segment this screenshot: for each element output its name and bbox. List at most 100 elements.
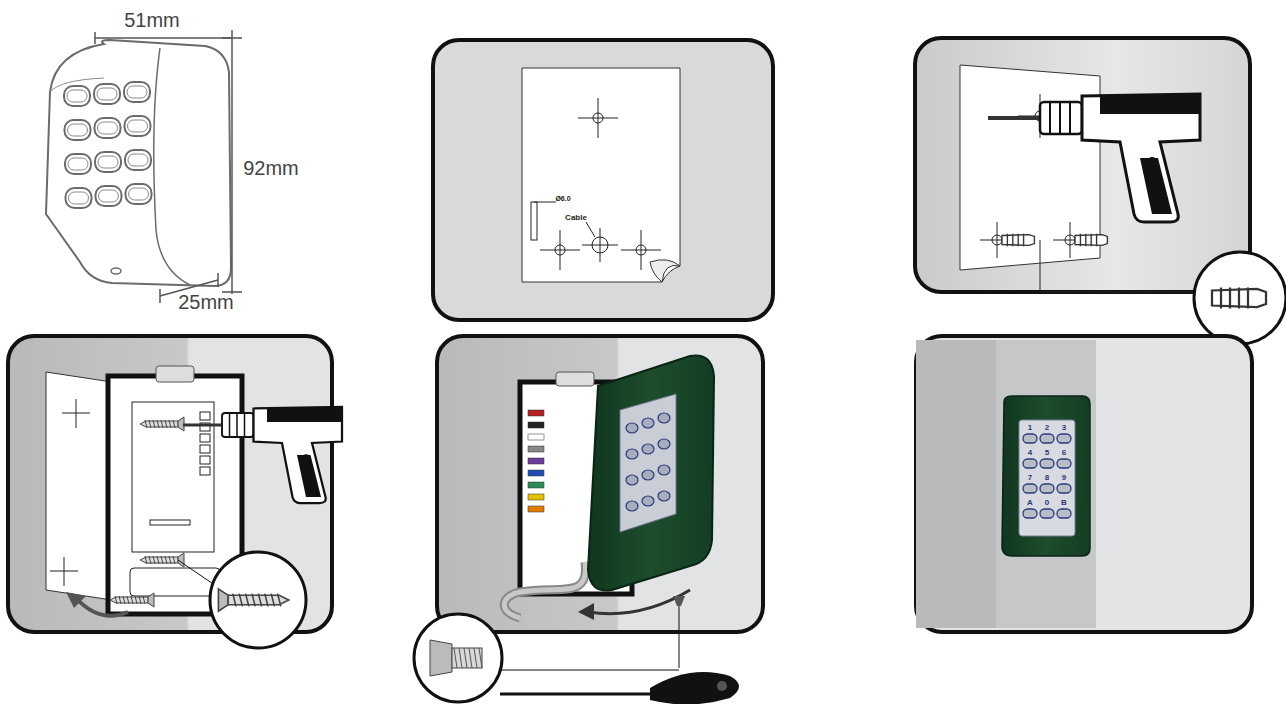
screw-thread (149, 556, 151, 564)
drill-bit (183, 424, 222, 427)
crosshair (600, 228, 601, 262)
drill-chuck-ring (1059, 102, 1061, 134)
key-outline (64, 86, 90, 106)
key (1023, 434, 1037, 443)
crosshair (560, 230, 561, 270)
screw-thread (157, 556, 159, 564)
key-outline (98, 122, 118, 134)
key (642, 470, 654, 480)
screw-thread (464, 648, 467, 668)
crosshair (1070, 222, 1071, 258)
drill-chuck (1040, 102, 1082, 134)
leader-line (679, 606, 680, 668)
key-label: 4 (1028, 449, 1032, 457)
key (642, 444, 654, 454)
key-outline (95, 152, 121, 172)
key-outline (65, 120, 91, 140)
wire-colour (528, 434, 544, 440)
leader-line (586, 222, 595, 237)
dimension-tick (222, 37, 242, 39)
drill-group (183, 407, 342, 503)
plug-body (1002, 235, 1034, 246)
drill-chuck-ring (229, 413, 231, 437)
key-outline (126, 184, 152, 204)
dimension-label: 25mm (178, 292, 234, 312)
key-outline (99, 190, 119, 202)
drill-group (988, 94, 1200, 222)
screw-thread (233, 594, 236, 607)
screw-thread (165, 420, 167, 428)
key-outline (128, 120, 148, 132)
key-outline (98, 156, 118, 168)
key-outline (68, 124, 88, 136)
key-grid (1023, 434, 1071, 518)
key-label: 5 (1045, 449, 1049, 457)
wire-colour (528, 494, 544, 500)
key-outline (128, 154, 148, 166)
crosshairs (531, 98, 661, 270)
key-outline (97, 88, 117, 100)
dimension-label: 51mm (124, 10, 180, 30)
crosshair (64, 557, 65, 586)
screw-thread (149, 420, 151, 428)
key-label: 6 (1062, 449, 1066, 457)
screw-shaft (140, 421, 178, 427)
screw-thread (169, 420, 171, 428)
key-tool-shaft (500, 693, 655, 696)
drill-button (302, 454, 310, 462)
key-tool-hole (717, 681, 727, 691)
cable (504, 562, 585, 618)
key-outline (65, 154, 91, 174)
key-outline (66, 188, 92, 208)
screw-thread (474, 648, 477, 668)
screw-thread (153, 556, 155, 564)
plug-rib (1080, 234, 1081, 247)
key-outline (94, 84, 120, 104)
keypad-outline (46, 40, 231, 286)
key (658, 413, 670, 423)
step-panel (915, 38, 1250, 292)
screw-thread (115, 596, 117, 604)
arrow-head (66, 592, 86, 608)
backplate-tab (156, 366, 194, 382)
wire-colour (528, 422, 544, 428)
callout-circle (210, 552, 306, 648)
drill-shade (267, 407, 342, 497)
plug-rib (1096, 234, 1097, 247)
wall-plug (1212, 288, 1266, 309)
paper-curl (650, 260, 680, 282)
dimension-tick (217, 273, 219, 287)
key-label: 8 (1045, 474, 1049, 482)
screw-thread (173, 556, 175, 564)
drill-body (254, 407, 343, 503)
arrow-head (578, 603, 594, 620)
plug-group (1212, 288, 1266, 309)
key (1040, 509, 1054, 518)
crosshair (598, 98, 599, 138)
terminal (200, 445, 210, 453)
screw-thread (153, 420, 155, 428)
paper-template (522, 68, 680, 282)
plug-rib (1018, 234, 1019, 247)
screw-thread (239, 594, 242, 607)
screw-thread (459, 648, 462, 668)
rotation-arrow (76, 598, 128, 616)
screw-thread (479, 648, 482, 668)
wire-colour (528, 482, 544, 488)
plug-group (1075, 234, 1107, 247)
key (1040, 434, 1054, 443)
keypad-body (1002, 396, 1090, 556)
wall-shade (996, 340, 1096, 628)
key (1057, 434, 1071, 443)
drill-bit (988, 116, 1040, 120)
screw-thread (454, 648, 457, 668)
screw-thread (161, 556, 163, 564)
drill-chuck-ring (236, 413, 238, 437)
key-outline (129, 188, 149, 200)
key-label: 7 (1028, 474, 1032, 482)
dimension-label: 92mm (243, 158, 299, 178)
screw-thread (135, 596, 137, 604)
keypad-body (46, 40, 231, 286)
key (1057, 509, 1071, 518)
screw-group (110, 593, 154, 607)
